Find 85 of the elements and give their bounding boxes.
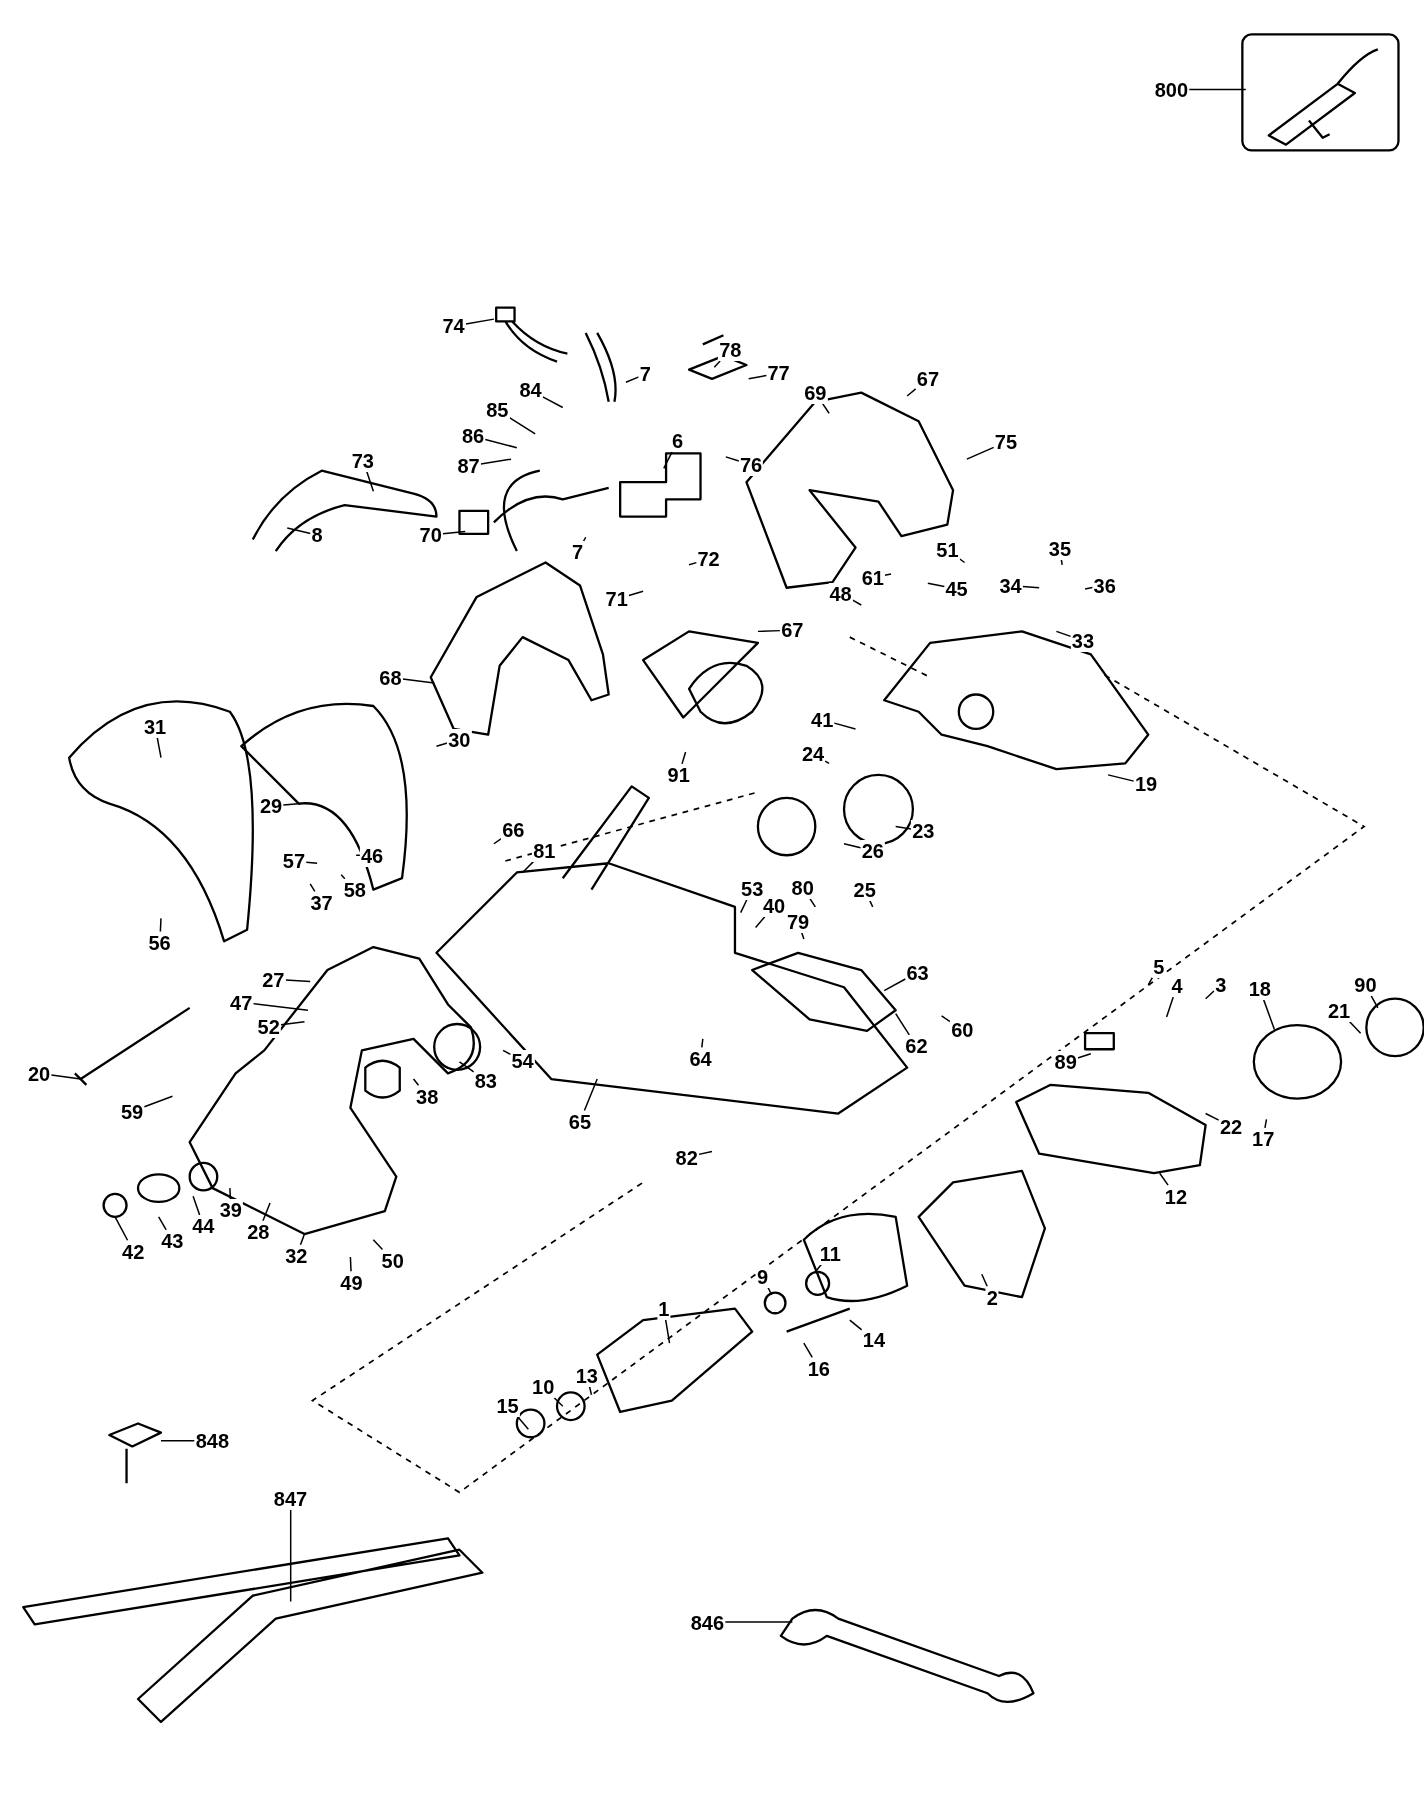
callout-number: 9 <box>755 1266 770 1288</box>
callout-number: 46 <box>359 844 385 867</box>
leader-line <box>927 582 946 588</box>
leader-line <box>583 1078 598 1112</box>
leader-line <box>280 1020 306 1026</box>
leader-line <box>1107 774 1135 782</box>
leader-line <box>1262 998 1276 1031</box>
leader-line <box>894 1012 910 1036</box>
leader-line <box>1165 996 1174 1018</box>
leader-line <box>282 802 302 806</box>
leader-line <box>286 527 312 535</box>
leader-line <box>299 1233 306 1246</box>
leader-line <box>521 860 535 874</box>
leader-line <box>688 561 698 566</box>
leader-line <box>833 722 857 730</box>
leader-line <box>143 1095 174 1108</box>
leader-line <box>157 1216 167 1231</box>
leader-line <box>159 917 162 933</box>
leader-line <box>851 599 862 606</box>
leader-line <box>701 1038 704 1049</box>
leader-line <box>1055 630 1072 638</box>
leader-line <box>1264 1118 1268 1129</box>
leader-line <box>289 1508 292 1603</box>
leader-line <box>365 470 375 493</box>
leader-line <box>458 1061 475 1073</box>
leader-line <box>252 1002 309 1011</box>
leader-line <box>50 1074 82 1080</box>
leader-line <box>884 573 892 576</box>
leader-line <box>803 1342 813 1359</box>
leader-line <box>1076 1053 1092 1059</box>
leader-line <box>894 825 912 830</box>
leader-line <box>663 451 673 470</box>
leader-line <box>553 1397 564 1407</box>
leader-line <box>1204 990 1215 1000</box>
leader-line <box>966 446 995 460</box>
leader-line <box>681 751 687 765</box>
leader-line <box>1370 995 1379 1009</box>
leader-line <box>229 1187 232 1200</box>
leader-line <box>156 736 162 759</box>
leader-line <box>582 536 587 542</box>
leader-line <box>284 979 311 983</box>
leader-line <box>442 530 466 535</box>
leader-line <box>349 1256 352 1272</box>
leader-line <box>372 1239 384 1251</box>
leader-line <box>160 1439 196 1442</box>
leader-line <box>628 590 644 597</box>
leader-line <box>748 374 768 380</box>
leader-line <box>484 438 518 449</box>
leader-line <box>412 1078 420 1087</box>
leader-line <box>869 899 874 908</box>
leader-line <box>508 416 536 435</box>
leader-line <box>1084 586 1094 590</box>
leader-line <box>698 1150 713 1156</box>
leader-line <box>340 874 346 880</box>
leader-line <box>849 1319 863 1331</box>
leader-line <box>192 1195 201 1216</box>
leader-line <box>724 1621 794 1623</box>
leader-line <box>309 883 316 893</box>
leader-line <box>262 1202 271 1222</box>
leader-line <box>981 1273 988 1287</box>
leader-line <box>883 978 907 992</box>
leader-line <box>757 629 781 633</box>
leader-line <box>588 1385 593 1396</box>
leader-line <box>843 843 862 849</box>
leader-line <box>824 760 830 765</box>
leader-line <box>516 1415 530 1430</box>
leader-line <box>1147 976 1154 986</box>
leader-line <box>465 318 495 325</box>
leader-line <box>664 1318 671 1344</box>
leader-line <box>114 1216 129 1241</box>
leader-line <box>355 854 361 856</box>
leader-line <box>305 861 318 864</box>
leader-line <box>542 396 564 409</box>
callout-number: 48 <box>828 582 853 605</box>
leader-line <box>625 376 640 383</box>
leader-line <box>502 1049 512 1056</box>
leader-line <box>754 915 766 929</box>
leader-line <box>1060 558 1063 566</box>
leader-line <box>821 402 830 414</box>
leader-line <box>1158 1172 1169 1186</box>
leader-line <box>1188 88 1247 91</box>
leader-line <box>401 678 435 684</box>
leader-line <box>713 360 721 369</box>
leader-line <box>480 458 512 465</box>
leader-line <box>739 898 748 914</box>
